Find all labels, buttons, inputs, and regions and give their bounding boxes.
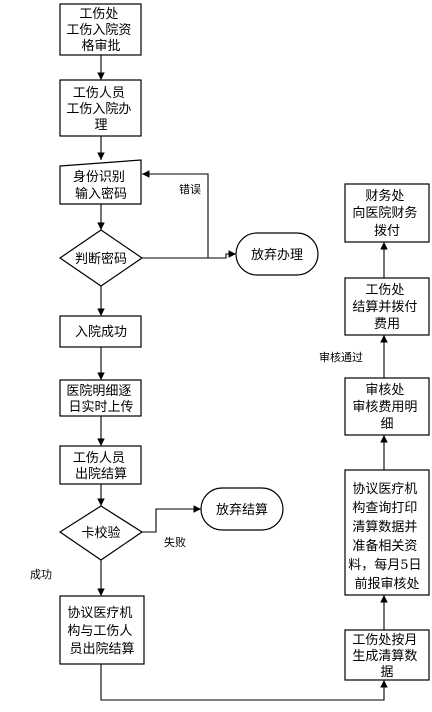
node-abandon-settlement (200, 487, 284, 531)
label-abandon-admission: 放弃办理 (251, 248, 303, 263)
label-agency-settlement: 协议医疗机 构与工伤人 员出院结算 (67, 606, 136, 657)
edge-labels: 错误 失败 成功 审核通过 (30, 182, 363, 581)
label-discharge-settlement: 工伤人员 出院结算 (73, 451, 129, 482)
connector-error-loop (142, 170, 209, 259)
label-admission-handling: 工伤人员 工伤入院办 理 (66, 86, 135, 133)
label-finance-pay: 财务处 向医院财务 拨付 (352, 188, 421, 239)
node-admitted (59, 315, 142, 348)
label-prepare-materials: 协议医疗机 构查询打印 清算数据并 准备相关资 料，每月5日 前报审核处 (348, 482, 425, 592)
edge-label-fail: 失败 (164, 535, 186, 549)
node-password-check (58, 229, 144, 287)
label-admitted: 入院成功 (75, 325, 127, 340)
connector-card-fail (142, 505, 201, 533)
node-card-check (58, 505, 144, 561)
edge-label-approved: 审核通过 (319, 350, 363, 364)
label-monthly-clearing: 工伤处按月 生成清算数 据 (352, 633, 421, 680)
label-admission-approval: 工伤处 工伤入院资 格审批 (66, 7, 135, 54)
edge-label-error: 错误 (179, 182, 201, 196)
node-discharge-settlement (59, 445, 142, 485)
node-labels: 工伤处 工伤入院资 格审批 工伤人员 工伤入院办 理 身份识别 输入密码 判断密… (66, 7, 425, 680)
node-monthly-clearing (344, 629, 430, 681)
node-agency-settlement (59, 595, 145, 665)
label-settle-pay: 工伤处 结算并拨付 费用 (352, 283, 421, 332)
nodes (58, 3, 430, 681)
label-audit-fees: 审核处 审核费用明 细 (352, 383, 421, 432)
label-card-check: 卡校验 (81, 525, 120, 541)
label-password-check: 判断密码 (75, 251, 127, 267)
connector-to-abandon-admission (208, 250, 236, 259)
connector-settlement-to-monthly (100, 664, 388, 701)
label-abandon-settlement: 放弃结算 (216, 503, 268, 518)
node-settle-pay (344, 277, 430, 336)
node-admission-approval (59, 3, 142, 56)
node-finance-pay (344, 183, 430, 243)
node-prepare-materials (344, 469, 430, 596)
node-daily-upload (59, 379, 142, 417)
connectors (97, 55, 388, 701)
node-abandon-admission (235, 232, 319, 276)
edge-label-success: 成功 (30, 568, 52, 581)
node-identity-input (59, 159, 142, 205)
node-admission-handling (59, 79, 142, 137)
label-daily-upload: 医院明细逐 日实时上传 (66, 384, 135, 415)
node-audit-fees (344, 377, 430, 436)
label-identity-input: 身份识别 输入密码 (73, 169, 129, 202)
